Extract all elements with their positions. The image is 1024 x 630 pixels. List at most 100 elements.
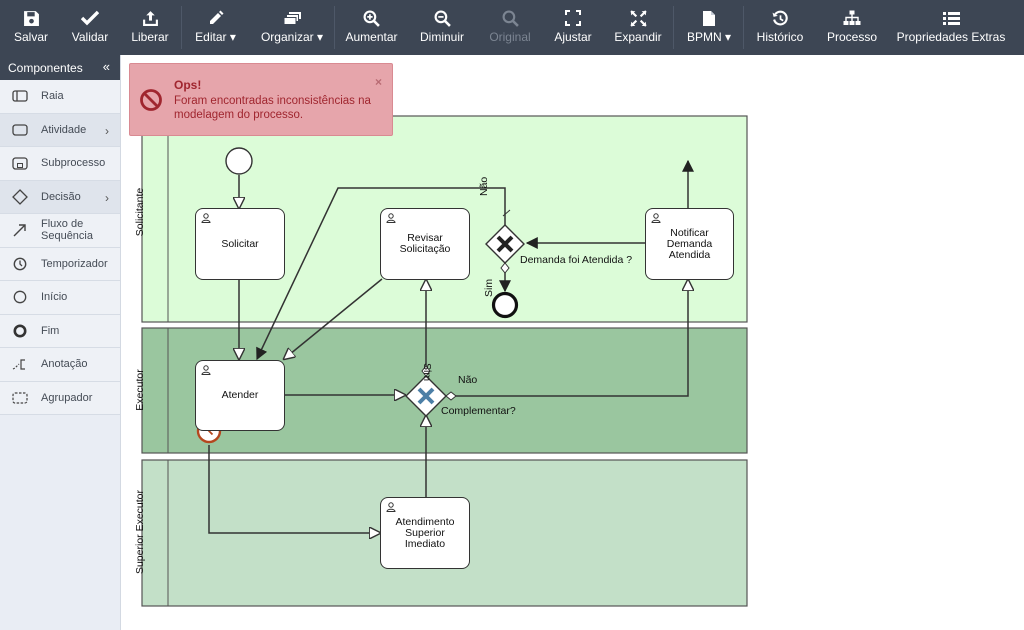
file-icon [703,10,715,26]
edit-label: Editar ▾ [195,30,236,44]
sidebar-item-label: Atividade [41,123,87,136]
arrow-icon [13,224,26,237]
start-event-icon [13,290,27,304]
sidebar-item-atividade[interactable]: Atividade › [0,113,120,147]
list-icon [942,11,960,25]
check-icon [81,10,99,26]
label-nao-top: Não [478,176,490,196]
components-sidebar: Componentes « Raia Atividade › Subproces… [0,55,121,630]
subprocess-icon [12,157,28,170]
flow-nao-tick [502,209,511,217]
save-button[interactable]: Salvar [0,0,62,55]
start-event[interactable] [225,147,253,175]
fit-icon [565,10,581,26]
expand-label: Expandir [614,30,662,44]
zoom-in-icon [363,10,380,27]
zoom-in-button[interactable]: Aumentar [335,0,408,55]
forbidden-icon [140,89,162,111]
bpmn-diagram [141,115,748,607]
end-event-icon [13,324,27,338]
edit-menu-button[interactable]: Editar ▾ [182,0,249,55]
gateway-icon [12,188,28,205]
flow-gw-nao-atender [256,187,506,361]
user-icon [201,365,211,375]
sidebar-item-label: Início [41,291,68,304]
process-button[interactable]: Processo [816,0,888,55]
sidebar-item-agrupador[interactable]: Agrupador [0,381,120,415]
timer-icon [13,257,27,271]
task-label: Revisar Solicitação [399,232,451,255]
sidebar-title: Componentes [8,60,83,75]
lane-label-superior-executor: Superior Executor [134,489,146,575]
lane-icon [12,90,28,102]
organize-menu-button[interactable]: Organizar ▾ [249,0,335,55]
task-icon [12,124,28,136]
label-demanda-atendida: Demanda foi Atendida ? [520,254,633,266]
gateway-demanda-atendida[interactable] [485,224,525,274]
save-label: Salvar [13,30,48,44]
fit-button[interactable]: Ajustar [544,0,602,55]
user-icon [201,213,211,223]
search-icon [502,10,519,27]
diagram-canvas[interactable]: Solicitante Executor Superior Executor S… [121,55,1024,630]
label-nao-mid: Não [458,374,478,386]
history-icon [772,10,788,25]
alert-message: Foram encontradas inconsistências na mod… [174,95,371,121]
lane-label-executor: Executor [134,369,146,411]
bpmn-menu-button[interactable]: BPMN ▾ [674,0,744,55]
sidebar-item-subprocesso[interactable]: Subprocesso [0,147,120,181]
sidebar-item-label: Anotação [41,358,88,371]
sidebar-item-label: Raia [41,90,64,103]
release-button[interactable]: Liberar [118,0,182,55]
sidebar-item-label: Decisão [41,190,81,203]
task-notificar-demanda-atendida[interactable]: Notificar Demanda Atendida [645,208,734,280]
sequence-flows [208,159,694,533]
close-icon[interactable]: × [374,75,382,89]
expand-icon [629,9,647,27]
end-event[interactable] [491,291,519,319]
toolbar-separator [334,6,335,49]
extra-properties-button[interactable]: Propriedades Extras [888,0,1014,55]
sidebar-item-raia[interactable]: Raia [0,80,120,114]
flow-timer-atendimento [208,445,380,533]
zoom-out-button[interactable]: Diminuir [408,0,476,55]
sidebar-item-label: Fluxo de Sequência [41,218,93,243]
process-label: Processo [826,30,878,44]
sidebar-item-decisao[interactable]: Decisão › [0,180,120,214]
task-label: Solicitar [221,237,259,250]
task-atendimento-superior-imediato[interactable]: Atendimento Superior Imediato [380,497,470,569]
history-label: Histórico [756,30,804,44]
expand-button[interactable]: Expandir [602,0,674,55]
toolbar-separator [181,6,182,49]
toolbar-separator [673,6,674,49]
validate-button[interactable]: Validar [62,0,118,55]
sidebar-item-inicio[interactable]: Início [0,281,120,315]
zoom-in-label: Aumentar [345,30,398,44]
flow-gateway-nao-notificar [446,280,688,397]
collapse-sidebar-button[interactable]: « [102,59,110,74]
sidebar-item-temporizador[interactable]: Temporizador [0,247,120,281]
layers-icon [283,11,301,25]
sidebar-item-label: Subprocesso [41,157,106,170]
gateway-complementar[interactable] [405,365,457,417]
chevron-right-icon: › [105,190,109,205]
sidebar-item-anotacao[interactable]: Anotação [0,348,120,382]
sidebar-item-fim[interactable]: Fim [0,314,120,348]
task-solicitar[interactable]: Solicitar [195,208,285,280]
error-alert: Ops! Foram encontradas inconsistências n… [129,63,393,136]
sitemap-icon [843,10,861,25]
label-sim-top: Sim [483,278,495,297]
original-size-button[interactable]: Original [476,0,544,55]
sidebar-item-fluxo[interactable]: Fluxo de Sequência [0,214,120,248]
sidebar-item-label: Fim [41,324,60,337]
user-icon [386,213,396,223]
label-sim-mid: Sim [421,363,433,382]
sidebar-item-label: Agrupador [41,391,93,404]
group-icon [12,392,28,404]
pencil-icon [209,10,223,24]
task-revisar-solicitacao[interactable]: Revisar Solicitação [380,208,470,280]
task-atender[interactable]: Atender [195,360,285,431]
task-label: Notificar Demanda Atendida [666,226,713,261]
history-button[interactable]: Histórico [744,0,816,55]
lane-label-solicitante: Solicitante [134,187,146,237]
